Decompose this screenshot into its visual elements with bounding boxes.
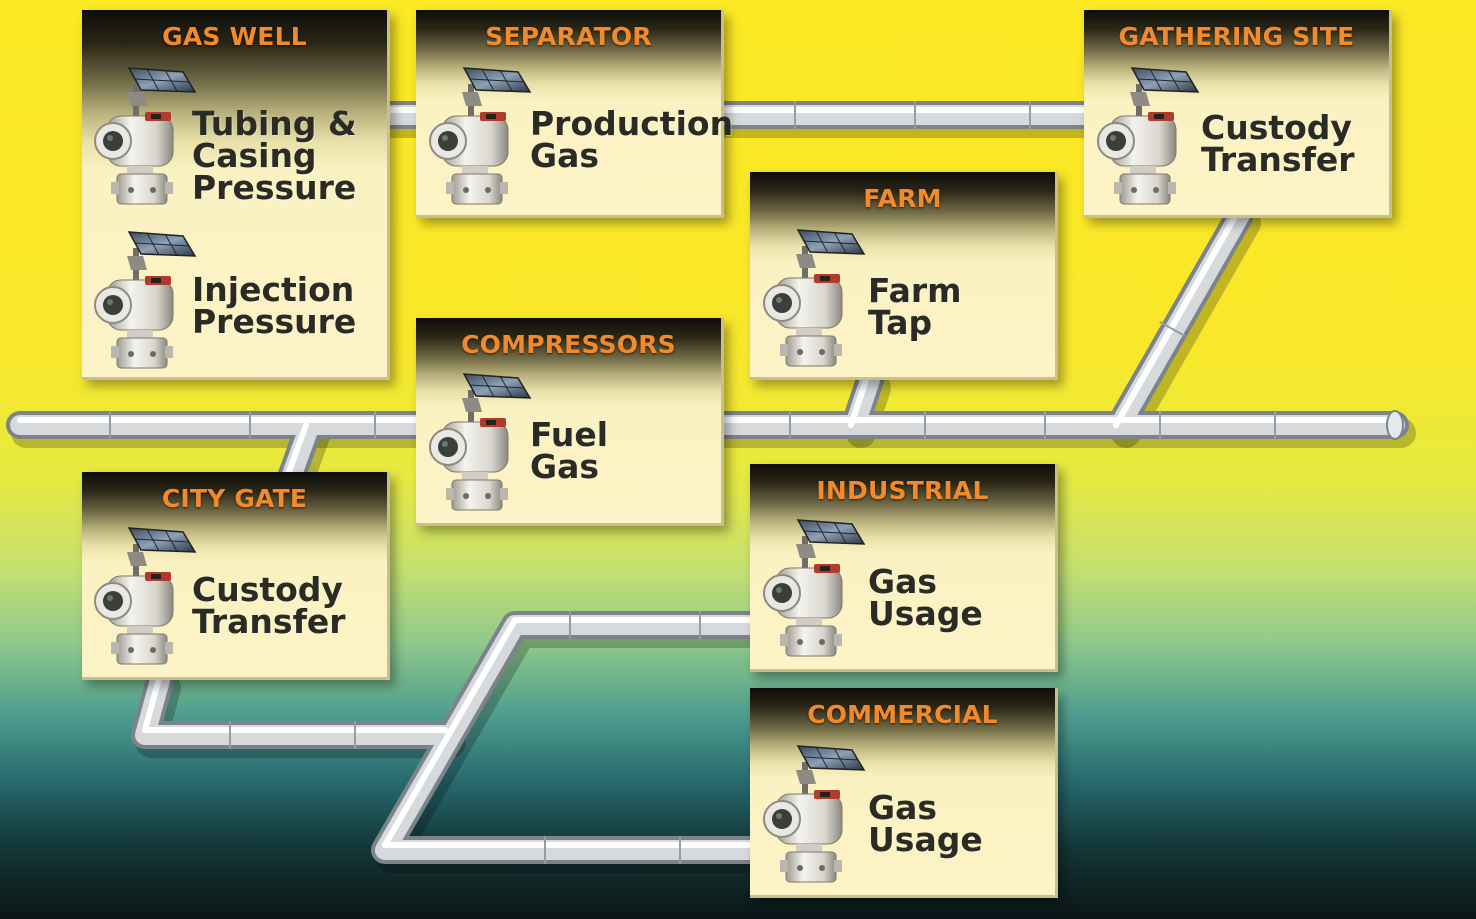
label-line: Tap xyxy=(868,303,933,342)
label-line: Farm xyxy=(868,271,962,310)
station-compressors: COMPRESSORS Fuel Gas xyxy=(416,318,724,526)
station-industrial: INDUSTRIAL Gas Usage xyxy=(750,464,1058,672)
flow-transmitter-icon xyxy=(87,62,199,212)
label-line: Pressure xyxy=(192,168,357,207)
label-line: Gas xyxy=(868,562,937,601)
station-city-gate: CITY GATE Custody Transfer xyxy=(82,472,390,680)
station-title: COMPRESSORS xyxy=(461,330,676,359)
flow-transmitter-icon xyxy=(422,62,534,212)
label-line: Gas xyxy=(868,788,937,827)
flow-transmitter-icon xyxy=(756,224,868,374)
flow-transmitter-icon xyxy=(422,368,534,518)
label-line: Custody xyxy=(192,570,343,609)
measurement-label: Injection Pressure xyxy=(192,270,357,341)
flow-transmitter-icon xyxy=(87,226,199,376)
station-title: SEPARATOR xyxy=(485,22,652,51)
label-line: Custody xyxy=(1201,108,1352,147)
measurement-label: Gas Usage xyxy=(868,788,983,859)
measurement-label: Custody Transfer xyxy=(192,570,346,641)
station-farm: FARM Farm Tap xyxy=(750,172,1058,380)
station-title: INDUSTRIAL xyxy=(816,476,989,505)
station-commercial: COMMERCIAL Gas Usage xyxy=(750,688,1058,898)
measurement-label: Production Gas xyxy=(530,104,734,175)
label-line: Tubing & xyxy=(192,104,357,143)
label-line: Gas xyxy=(530,136,599,175)
measurement-label: Fuel Gas xyxy=(530,415,609,486)
measurement-label: Tubing & Casing Pressure xyxy=(192,104,357,207)
label-line: Usage xyxy=(868,594,983,633)
station-title: CITY GATE xyxy=(161,484,308,513)
station-title: GAS WELL xyxy=(162,22,307,51)
label-line: Casing xyxy=(192,136,317,175)
station-title: COMMERCIAL xyxy=(807,700,998,729)
label-line: Fuel xyxy=(530,415,609,454)
measurement-label: Farm Tap xyxy=(868,271,962,342)
label-line: Transfer xyxy=(1201,140,1355,179)
flow-transmitter-icon xyxy=(1090,62,1202,212)
station-gas-well: GAS WELL Tubing & Casing Pressure Inject… xyxy=(82,10,390,380)
label-line: Gas xyxy=(530,447,599,486)
label-line: Injection xyxy=(192,270,355,309)
label-line: Usage xyxy=(868,820,983,859)
measurement-label: Gas Usage xyxy=(868,562,983,633)
station-title: GATHERING SITE xyxy=(1118,22,1355,51)
flow-transmitter-icon xyxy=(756,514,868,664)
flow-transmitter-icon xyxy=(756,740,868,890)
flow-transmitter-icon xyxy=(87,522,199,672)
label-line: Production xyxy=(530,104,734,143)
measurement-label: Custody Transfer xyxy=(1201,108,1355,179)
label-line: Pressure xyxy=(192,302,357,341)
station-gathering-site: GATHERING SITE Custody Transfer xyxy=(1084,10,1392,218)
station-title: FARM xyxy=(863,184,942,213)
station-separator: SEPARATOR Production Gas xyxy=(416,10,733,218)
label-line: Transfer xyxy=(192,602,346,641)
